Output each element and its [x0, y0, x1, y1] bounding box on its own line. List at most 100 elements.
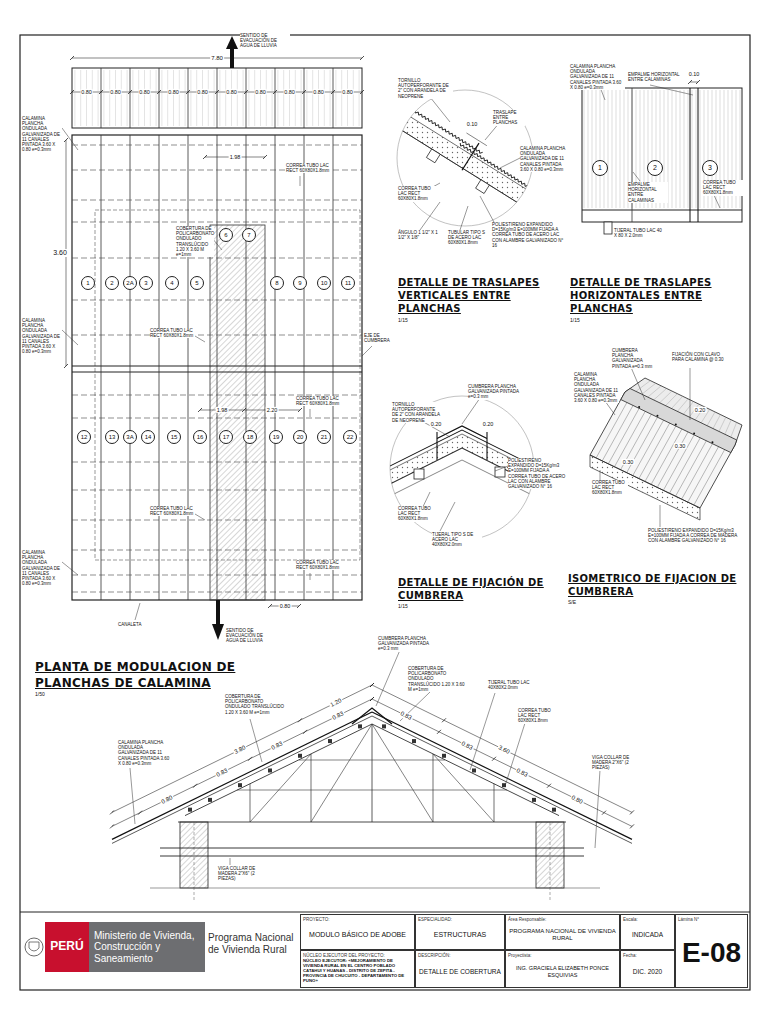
- horizontal-overlap-detail: [582, 82, 742, 234]
- title-block-cell: ESPECIALIDAD:ESTRUCTURAS: [415, 914, 505, 950]
- leader-line: [462, 398, 480, 424]
- panel-number: 7: [247, 232, 250, 239]
- dimension-line: [112, 699, 372, 826]
- plan-view: [226, 36, 238, 49]
- sheet-joint: [333, 135, 334, 600]
- corrugation-line: [353, 70, 354, 126]
- panel-number: 14: [145, 434, 152, 441]
- panel-number: 3: [708, 164, 712, 172]
- corrugation-line: [231, 70, 232, 126]
- purlin-line: [72, 520, 362, 521]
- roof-section: [237, 790, 507, 791]
- corrugation-line: [621, 407, 656, 470]
- plan-view: [66, 36, 362, 640]
- roof-section: [372, 724, 433, 822]
- roof-section: [112, 712, 372, 839]
- cell-heading: DESCRIPCIÓN:: [418, 953, 502, 958]
- panel-number-circle: 21: [317, 430, 331, 444]
- plan-view: [216, 600, 220, 624]
- corrugation-line: [672, 90, 673, 208]
- roof-section: [372, 724, 559, 816]
- corrugation-line: [150, 70, 151, 126]
- callout-note: POLIESTIRENO EXPANDIDO D=15Kg/m3 E=100MM…: [508, 458, 566, 489]
- corrugation-line: [602, 398, 637, 461]
- national-emblem: [25, 938, 43, 956]
- dimension-text: 0.83: [269, 739, 284, 751]
- nail: [638, 406, 640, 408]
- dimension-tick: [110, 824, 114, 828]
- dimension-text: 0.80: [569, 793, 584, 805]
- corrugation-line: [639, 416, 674, 479]
- callout-note: TIJERAL TUBO LAC 40X80X2.0mm: [488, 680, 530, 690]
- corrugation-line: [74, 70, 75, 126]
- sheet-joint: [217, 68, 218, 128]
- callout-note: CORREA TUBO LAC RECT 60X80X1.8mm: [703, 180, 743, 196]
- purlin-section: [442, 754, 446, 758]
- panel-number-circle: 19: [269, 430, 283, 444]
- callout-note: CALAMINA PLANCHA ONDULADA GALVANIZADA DE…: [118, 740, 173, 766]
- corrugation-line: [692, 90, 693, 208]
- callout-note: CORREA TUBO LAC RECT 60X80X1.8mm: [398, 186, 438, 202]
- nail: [711, 441, 713, 443]
- dimension-tick: [128, 90, 132, 94]
- dimension-line: [466, 133, 486, 146]
- panel-number: 17: [223, 434, 230, 441]
- callout-note: FIJACIÓN CON CLAVO PARA CALAMINA @ 0.30: [672, 352, 732, 362]
- dimension-tick: [602, 811, 606, 815]
- dimension-text: 3.60: [496, 744, 511, 756]
- dimension-text: 0.80: [159, 793, 174, 805]
- callout-note: CUMBRERA PLANCHA GALVANIZADA PINTADA e=0…: [468, 384, 523, 400]
- dimension-text: 0.80: [196, 89, 209, 95]
- purlin-section: [412, 739, 416, 743]
- callout-note: TORNILLO AUTOPERFORANTE DE 2" CON ARANDE…: [398, 78, 453, 99]
- dimension-tick: [302, 90, 306, 94]
- panel-number: 13: [109, 434, 116, 441]
- dimension-text: 0.80: [341, 89, 354, 95]
- dimension-tick: [138, 811, 142, 815]
- dimension-text: 0.83: [398, 710, 413, 722]
- sheet-overlap-line: [690, 88, 691, 222]
- corrugation-line: [608, 401, 643, 464]
- panel-number: 9: [298, 280, 301, 287]
- corrugation-line: [614, 404, 649, 467]
- leader-line: [310, 409, 311, 417]
- callout-note: Programa Nacional de Vivienda Rural: [208, 932, 296, 955]
- callout-note: VIGA COLLAR DE MADERA 2"X6" (2 PIEZAS): [592, 755, 644, 771]
- corrugation-line: [301, 70, 302, 126]
- corrugation-line: [173, 70, 174, 126]
- title-block-cell: Escala:INDICADA: [620, 914, 675, 950]
- callout-note: CALAMINA PLANCHA ONDULADA GALVANIZADA DE…: [22, 318, 62, 354]
- purlin-line: [72, 200, 362, 201]
- dimension-tick: [298, 408, 302, 412]
- panel-number-circle: 16: [193, 430, 207, 444]
- roof-section: [433, 754, 434, 822]
- callout-note: 1/15: [570, 318, 580, 324]
- corrugation-line: [600, 90, 601, 208]
- sheet-joint: [159, 68, 160, 128]
- corrugation-line: [260, 70, 261, 126]
- sheet-joint: [101, 68, 102, 128]
- callout-note: EMPALME HORIZONTAL ENTRE CALAMINAS: [628, 72, 680, 82]
- leader-line: [440, 502, 455, 531]
- sheet-joint: [159, 135, 160, 600]
- callout-note: CALAMINA PLANCHA ONDULADA GALVANIZADA DE…: [570, 64, 625, 90]
- dimension-tick: [331, 90, 335, 94]
- corrugation-line: [86, 70, 87, 126]
- panel-number: 19: [273, 434, 280, 441]
- dimension-tick: [370, 683, 374, 687]
- corrugation-line: [324, 70, 325, 126]
- leader-line: [130, 768, 135, 824]
- cell-value: MODULO BÁSICO DE ADOBE: [303, 922, 412, 947]
- leader-line: [660, 505, 661, 527]
- dimension-tick: [244, 90, 248, 94]
- leader-line: [250, 719, 262, 762]
- corrugation-line: [359, 70, 360, 126]
- callout-note: CORREA TUBO LAC RECT 60X80X1.8mm: [150, 506, 195, 516]
- sheet-frame: [20, 35, 750, 990]
- leader-line: [630, 365, 645, 400]
- corrugation-line: [651, 421, 686, 484]
- callout-note: EMPALME HORIZONTAL ENTRE CALAMINAS: [628, 182, 668, 203]
- dimension-text: 0.80: [254, 89, 267, 95]
- insulation-layer: [590, 455, 700, 520]
- corrugation-line: [132, 70, 133, 126]
